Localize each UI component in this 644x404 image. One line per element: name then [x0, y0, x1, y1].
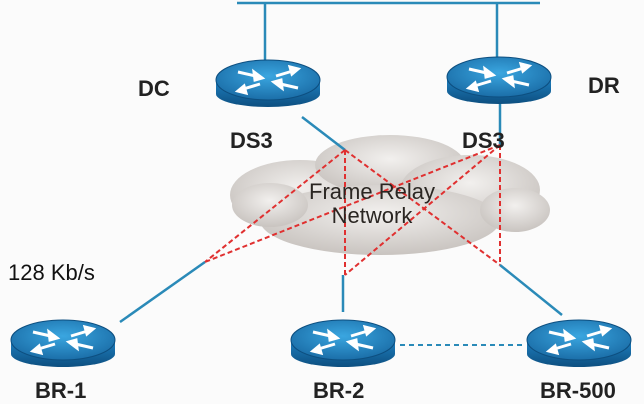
br1-label: BR-1	[35, 378, 87, 403]
frame-relay-cloud	[230, 135, 550, 255]
router-br1[interactable]	[9, 318, 117, 369]
dc-label: DC	[138, 76, 170, 101]
dr-label: DR	[588, 73, 620, 98]
backbone-lan	[237, 1, 540, 60]
br1-speed-label: 128 Kb/s	[8, 260, 95, 285]
dc-link-label: DS3	[230, 128, 273, 153]
access-links	[119, 100, 563, 324]
br500-label: BR-500	[540, 378, 616, 403]
cloud-label-line2: Network	[331, 203, 413, 228]
cloud-label-line1: Frame Relay	[309, 179, 435, 204]
br2-label: BR-2	[313, 378, 365, 403]
dr-link-label: DS3	[462, 128, 505, 153]
router-dc[interactable]	[214, 58, 322, 109]
router-br2[interactable]	[289, 318, 397, 369]
cloud-label: Frame Relay Network	[272, 180, 472, 228]
router-br500[interactable]	[525, 318, 633, 369]
pvc-links	[204, 144, 501, 276]
router-dr[interactable]	[445, 55, 553, 106]
